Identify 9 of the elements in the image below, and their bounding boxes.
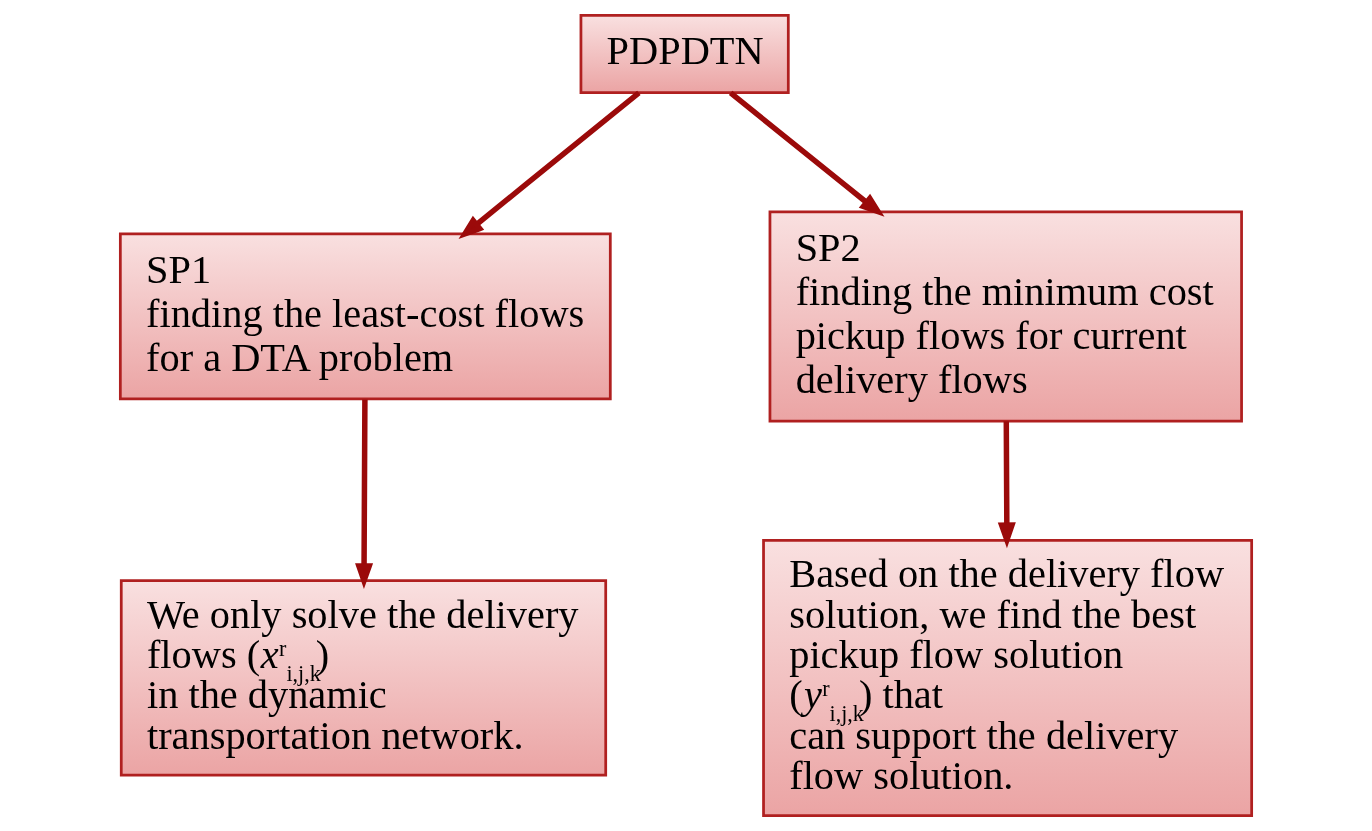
arrow (458, 90, 641, 240)
node-box: We only solve the delivery flows (x$^{r}$$_{i,j,k}$) in the dynamic transportation network. (119, 579, 608, 777)
node-box: Based on the delivery flow solution, we find the best pickup flow solution (y$^{r}$$_{i,j,k}$) that can support the delivery flow solution. (762, 538, 1254, 817)
node-box: SP2 finding the minimum cost pickup flows for current delivery flows (768, 210, 1243, 423)
arrow (355, 399, 374, 589)
arrow (997, 421, 1016, 549)
node-box: SP1 finding the least-cost flows for a DTA problem (118, 232, 612, 401)
arrow (728, 90, 885, 217)
node-box: PDPDTN (579, 14, 790, 94)
